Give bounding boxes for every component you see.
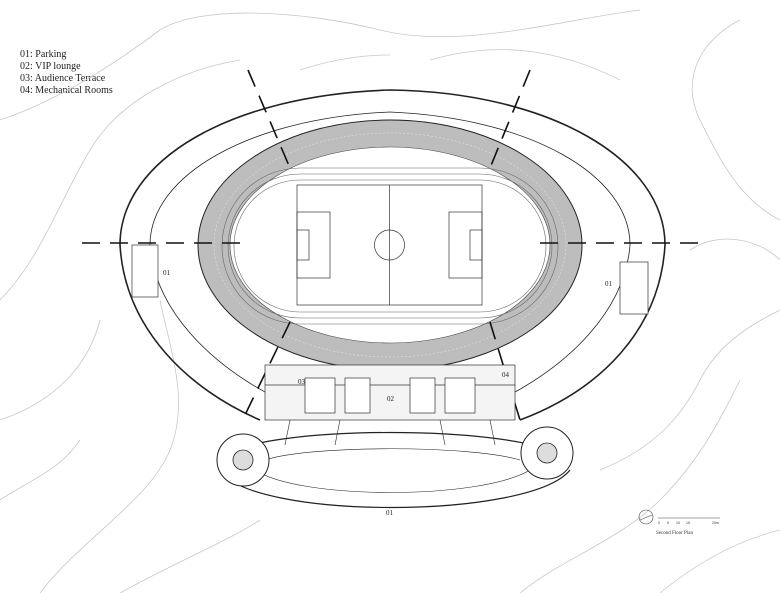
label-audience-terrace: 03 xyxy=(298,378,306,386)
running-track xyxy=(221,167,559,325)
north-arrow-icon xyxy=(638,509,654,525)
side-structures xyxy=(131,244,649,421)
scale-tick: 0 xyxy=(658,521,660,525)
legend-item-audience-terrace: 03: Audience Terrace xyxy=(20,73,106,84)
scale-tick: 20m xyxy=(712,521,719,525)
scale-tick: 10 xyxy=(676,521,680,525)
label-mechanical-rooms: 04 xyxy=(502,371,510,379)
label-parking-east: 01 xyxy=(605,280,613,288)
scale-bar: 0 5 10 15 20m xyxy=(658,517,720,525)
outer-ring xyxy=(119,89,666,421)
legend-item-vip-lounge: 02: VIP lounge xyxy=(20,61,81,72)
legend-item-parking: 01: Parking xyxy=(20,49,67,60)
landscape-contours xyxy=(0,9,780,593)
scale-tick: 5 xyxy=(667,521,669,525)
label-parking-west: 01 xyxy=(163,269,171,277)
scale-tick: 15 xyxy=(686,521,690,525)
football-pitch xyxy=(296,184,483,306)
seating-bowl xyxy=(197,119,583,371)
label-parking-south: 01 xyxy=(386,509,394,517)
plan-caption: Second Floor Plan xyxy=(656,531,693,536)
label-vip-lounge: 02 xyxy=(387,395,395,403)
south-building xyxy=(216,419,574,509)
